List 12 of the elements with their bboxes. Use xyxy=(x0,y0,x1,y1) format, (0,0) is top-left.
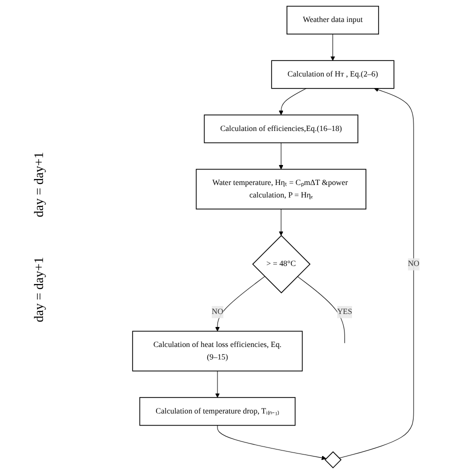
arrow xyxy=(278,208,284,236)
arrow xyxy=(215,276,265,332)
connector xyxy=(297,276,345,344)
arrow xyxy=(330,34,336,61)
loop-label: day = day+1 xyxy=(31,257,47,322)
arrow xyxy=(215,370,220,398)
loop-label: day = day+1 xyxy=(31,152,47,217)
arrow xyxy=(338,88,414,458)
arrow xyxy=(217,425,326,460)
node-diamond xyxy=(324,451,342,468)
arrow xyxy=(278,142,284,170)
arrow xyxy=(278,88,307,116)
